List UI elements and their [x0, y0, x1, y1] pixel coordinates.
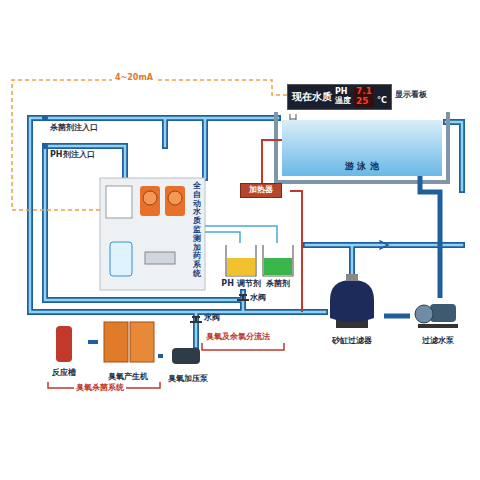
group-label: 臭氧及余氯分流法 — [206, 333, 270, 342]
ozone-generator-label: 臭氧产生机 — [98, 373, 158, 382]
sand-filter-label: 砂缸过滤器 — [320, 337, 384, 346]
dosing-pump-head — [168, 191, 182, 205]
reaction-tank — [56, 326, 72, 362]
pump-housing — [415, 305, 433, 323]
ozone-cabinet — [130, 322, 154, 362]
filter-valve — [346, 274, 358, 281]
water-valve — [190, 317, 202, 322]
pipe-connector — [420, 176, 440, 298]
injection-label: 杀菌剂注入口 — [50, 124, 98, 133]
ozone-pump — [172, 348, 200, 364]
control-panel-label: 全自动水质监测加药系统 — [193, 182, 201, 279]
pipe-connector — [262, 140, 282, 183]
dosing-pump-head — [143, 191, 157, 205]
board-title: 现在水质 — [292, 91, 332, 102]
ph-liquid — [227, 258, 255, 275]
pipe-connector — [158, 354, 163, 358]
heater-box: 加热器 — [240, 183, 282, 198]
injection-label: PH剂注入口 — [50, 151, 95, 160]
pump-base — [418, 324, 458, 328]
ozone-pump: 臭氧加压泵 — [163, 344, 213, 384]
temp-unit: °C — [377, 97, 387, 106]
signal-label: 4~20mA — [112, 74, 156, 83]
reaction-tank-label: 反应槽 — [40, 369, 88, 378]
ozone-pump-label: 臭氧加压泵 — [163, 375, 213, 384]
dosing-pump-body — [140, 186, 160, 216]
pipe-connector — [384, 314, 410, 319]
sand-filter-tank — [330, 280, 374, 322]
ph-beaker-label: PH 调节剂 — [219, 280, 262, 289]
valve-label: 水阀 — [204, 314, 220, 323]
sand-filter: 砂缸过滤器 — [320, 274, 384, 346]
display-board: 现在水质PH7.1温度25°C显示看板 — [287, 84, 392, 110]
ph-beaker: PH 调节剂 — [219, 243, 262, 289]
heater-box-label: 加热器 — [249, 186, 273, 195]
dosing-pump-body — [165, 186, 185, 216]
ozone-cabinet — [104, 322, 128, 362]
injection-point — [42, 143, 48, 149]
pipe-connector — [12, 80, 287, 210]
filter-pump: 过滤水泵 — [410, 298, 466, 346]
sterilizer-beaker — [263, 245, 293, 276]
ph-value: 7.1 — [354, 87, 374, 97]
sensor-canister — [110, 242, 132, 276]
valve-label: 水阀 — [250, 294, 266, 303]
control-panel — [100, 178, 205, 290]
ph-beaker — [226, 245, 256, 276]
injection-point — [42, 115, 48, 121]
sterilizer-beaker-label: 杀菌剂 — [259, 280, 297, 289]
control-panel: 全自动水质监测加药系统 — [100, 178, 205, 290]
group-label: 臭氧杀菌系统 — [74, 384, 126, 393]
ph-label: PH — [335, 88, 351, 97]
filter-pump-label: 过滤水泵 — [410, 337, 466, 346]
temp-value: 25 — [354, 97, 374, 107]
flow-arrow — [380, 241, 388, 249]
bracket — [202, 343, 284, 350]
sterilizer-beaker: 杀菌剂 — [259, 243, 297, 289]
pipe-connector — [88, 340, 98, 344]
pipe-connector — [205, 232, 240, 243]
pipe-outline — [30, 118, 462, 346]
water-valve — [237, 295, 249, 300]
pipe-core — [30, 118, 462, 346]
ozone-generator: 臭氧产生机 — [98, 320, 158, 382]
board-heading: 显示看板 — [395, 91, 427, 100]
pool-label: 游 泳 池 — [282, 162, 442, 172]
sterilizer-liquid — [264, 258, 292, 275]
temp-label: 温度 — [335, 97, 351, 106]
pool-wall — [276, 112, 448, 182]
pump-motor — [430, 304, 456, 322]
heater-return-pipe — [290, 191, 302, 312]
pool: 游 泳 池 — [282, 120, 442, 176]
control-box — [106, 186, 132, 218]
pipe-network — [30, 118, 462, 346]
reaction-tank: 反应槽 — [40, 322, 88, 378]
sensor-block — [145, 252, 175, 264]
pipe-connector — [205, 226, 277, 243]
